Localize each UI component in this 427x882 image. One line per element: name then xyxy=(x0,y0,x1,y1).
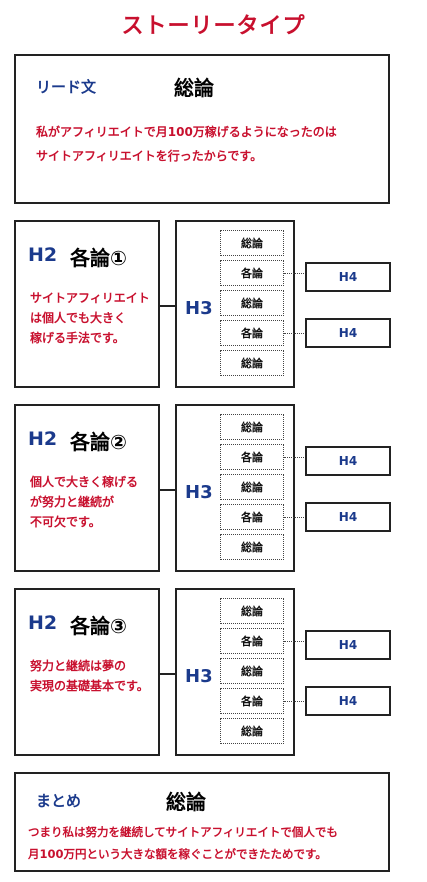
h2-box: H2 各論③ 努力と継続は夢の 実現の基礎基本です。 xyxy=(14,588,160,756)
lead-box: リード文 総論 私がアフィリエイトで月100万稼げるようになったのは サイトアフ… xyxy=(14,54,390,204)
h3-label: H3 xyxy=(185,666,213,687)
h2-text-line: は個人でも大きく xyxy=(30,311,127,325)
h4-box: H4 xyxy=(305,318,391,348)
dotted-connector xyxy=(284,333,306,334)
lead-text-line2: サイトアフィリエイトを行ったからです。 xyxy=(36,149,263,163)
h4-box: H4 xyxy=(305,262,391,292)
summary-text-line1: つまり私は努力を継続してサイトアフィリエイトで個人でも xyxy=(28,825,338,839)
section-2: H2 各論② 個人で大きく稼げる が努力と継続が 不可欠です。 H3 総論 各論… xyxy=(0,404,427,574)
summary-label: まとめ xyxy=(36,792,82,810)
h2-text-line: 努力と継続は夢の xyxy=(30,659,127,673)
h3-label: H3 xyxy=(185,298,213,319)
lead-text-line1: 私がアフィリエイトで月100万稼げるようになったのは xyxy=(36,125,337,139)
dotted-connector xyxy=(284,517,306,518)
item-box: 各論 xyxy=(220,320,284,346)
dotted-connector xyxy=(284,701,306,702)
item-box: 総論 xyxy=(220,658,284,684)
h2-text-line: 個人で大きく稼げる xyxy=(30,475,139,489)
summary-box: まとめ 総論 つまり私は努力を継続してサイトアフィリエイトで個人でも 月100万… xyxy=(14,772,390,872)
h2-heading: 各論① xyxy=(70,246,127,270)
h4-box: H4 xyxy=(305,446,391,476)
section-3: H2 各論③ 努力と継続は夢の 実現の基礎基本です。 H3 総論 各論 総論 各… xyxy=(0,588,427,758)
h2-box: H2 各論② 個人で大きく稼げる が努力と継続が 不可欠です。 xyxy=(14,404,160,572)
dotted-connector xyxy=(284,641,306,642)
lead-label: リード文 xyxy=(36,78,97,96)
h4-box: H4 xyxy=(305,502,391,532)
h2-tag: H2 xyxy=(28,612,58,634)
item-box: 総論 xyxy=(220,598,284,624)
h2-text-line: サイトアフィリエイト xyxy=(30,291,150,305)
h2-box: H2 各論① サイトアフィリエイト は個人でも大きく 稼げる手法です。 xyxy=(14,220,160,388)
h3-label: H3 xyxy=(185,482,213,503)
dotted-connector xyxy=(284,457,306,458)
h2-heading: 各論② xyxy=(70,430,127,454)
h2-text-line: 稼げる手法です。 xyxy=(30,331,125,345)
item-box: 各論 xyxy=(220,688,284,714)
item-box: 各論 xyxy=(220,628,284,654)
h2-text-line: 不可欠です。 xyxy=(30,515,101,529)
page-title: ストーリータイプ xyxy=(121,14,306,39)
item-box: 各論 xyxy=(220,444,284,470)
summary-text-line2: 月100万円という大きな額を稼ぐことができたためです。 xyxy=(28,847,327,861)
item-box: 総論 xyxy=(220,414,284,440)
connector-line xyxy=(160,305,176,307)
item-box: 総論 xyxy=(220,534,284,560)
item-box: 総論 xyxy=(220,718,284,744)
h2-heading: 各論③ xyxy=(70,614,127,638)
item-box: 総論 xyxy=(220,290,284,316)
item-box: 各論 xyxy=(220,260,284,286)
lead-heading: 総論 xyxy=(174,76,214,100)
connector-line xyxy=(160,489,176,491)
item-box: 総論 xyxy=(220,474,284,500)
section-1: H2 各論① サイトアフィリエイト は個人でも大きく 稼げる手法です。 H3 総… xyxy=(0,220,427,390)
dotted-connector xyxy=(284,273,306,274)
h2-text-line: 実現の基礎基本です。 xyxy=(30,679,149,693)
connector-line xyxy=(160,673,176,675)
item-box: 総論 xyxy=(220,350,284,376)
h2-text-line: が努力と継続が xyxy=(30,495,115,509)
summary-heading: 総論 xyxy=(166,790,206,814)
h4-box: H4 xyxy=(305,630,391,660)
h4-box: H4 xyxy=(305,686,391,716)
h2-tag: H2 xyxy=(28,244,58,266)
h2-tag: H2 xyxy=(28,428,58,450)
item-box: 各論 xyxy=(220,504,284,530)
item-box: 総論 xyxy=(220,230,284,256)
